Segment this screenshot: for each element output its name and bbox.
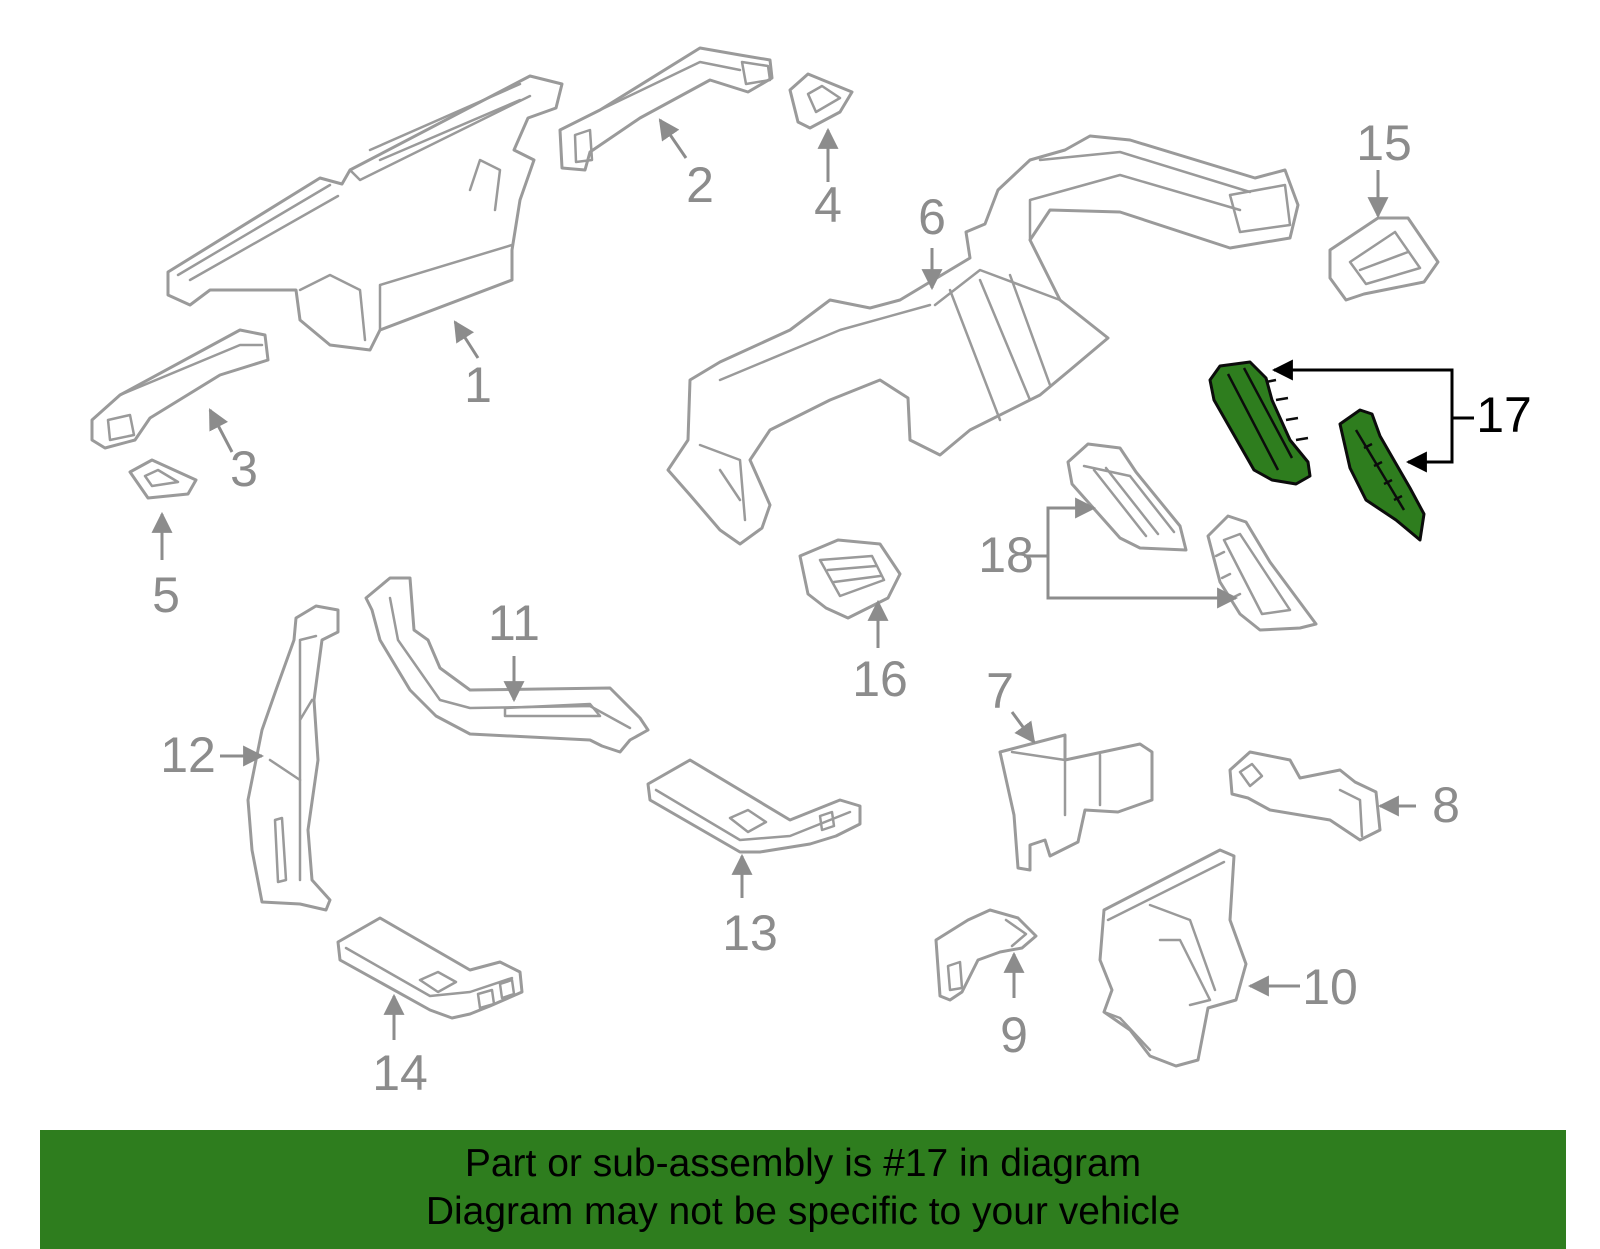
part-3-lower-duct[interactable]	[90, 328, 270, 450]
callout-4: 4	[814, 177, 842, 233]
callout-16: 16	[852, 651, 908, 707]
part-7-duct-bracket[interactable]	[998, 733, 1154, 872]
callout-2: 2	[686, 157, 714, 213]
info-banner: Part or sub-assembly is #17 in diagram D…	[40, 1130, 1566, 1249]
part-5-small-vent[interactable]	[128, 458, 198, 500]
callout-7: 7	[986, 663, 1014, 719]
callout-8: 8	[1432, 777, 1460, 833]
part-14-floor-duct[interactable]	[336, 916, 524, 1020]
part-2-upper-duct[interactable]	[558, 46, 774, 172]
callout-labels: 1 2 3 4 5 6 7 8 9 10 11 12 13 14 15 16 1…	[152, 115, 1532, 1101]
part-17-highlighted-vent-left[interactable]	[1208, 360, 1312, 486]
callout-12: 12	[160, 727, 216, 783]
callout-1: 1	[464, 357, 492, 413]
leader-lines	[151, 118, 1474, 1040]
part-15-vent[interactable]	[1328, 216, 1440, 302]
callout-17: 17	[1476, 387, 1532, 443]
part-17-highlighted-vent-right[interactable]	[1338, 408, 1426, 542]
callout-11: 11	[488, 595, 540, 651]
callout-5: 5	[152, 567, 180, 623]
part-1-duct-assembly[interactable]	[166, 74, 564, 352]
callout-9: 9	[1000, 1007, 1028, 1063]
callout-6: 6	[918, 189, 946, 245]
part-6-main-duct[interactable]	[666, 134, 1300, 546]
callout-13: 13	[722, 905, 778, 961]
part-10-duct-housing[interactable]	[1098, 848, 1248, 1068]
part-16-vent[interactable]	[798, 538, 902, 620]
part-11-duct[interactable]	[364, 576, 650, 754]
callout-3: 3	[230, 441, 258, 497]
banner-line-1: Part or sub-assembly is #17 in diagram	[464, 1142, 1142, 1185]
part-12-vertical-duct[interactable]	[246, 604, 340, 912]
callout-18: 18	[978, 527, 1034, 583]
banner-line-2: Diagram may not be specific to your vehi…	[425, 1190, 1181, 1233]
part-8-duct[interactable]	[1228, 750, 1382, 842]
part-18-vent-upper[interactable]	[1066, 442, 1188, 552]
part-9-duct-connector[interactable]	[934, 908, 1038, 1002]
part-13-floor-duct[interactable]	[646, 758, 862, 854]
callout-15: 15	[1356, 115, 1412, 171]
callout-14: 14	[372, 1045, 428, 1101]
part-18-vent-lower[interactable]	[1206, 514, 1318, 632]
callout-10: 10	[1302, 959, 1358, 1015]
part-4-small-vent[interactable]	[788, 72, 854, 130]
